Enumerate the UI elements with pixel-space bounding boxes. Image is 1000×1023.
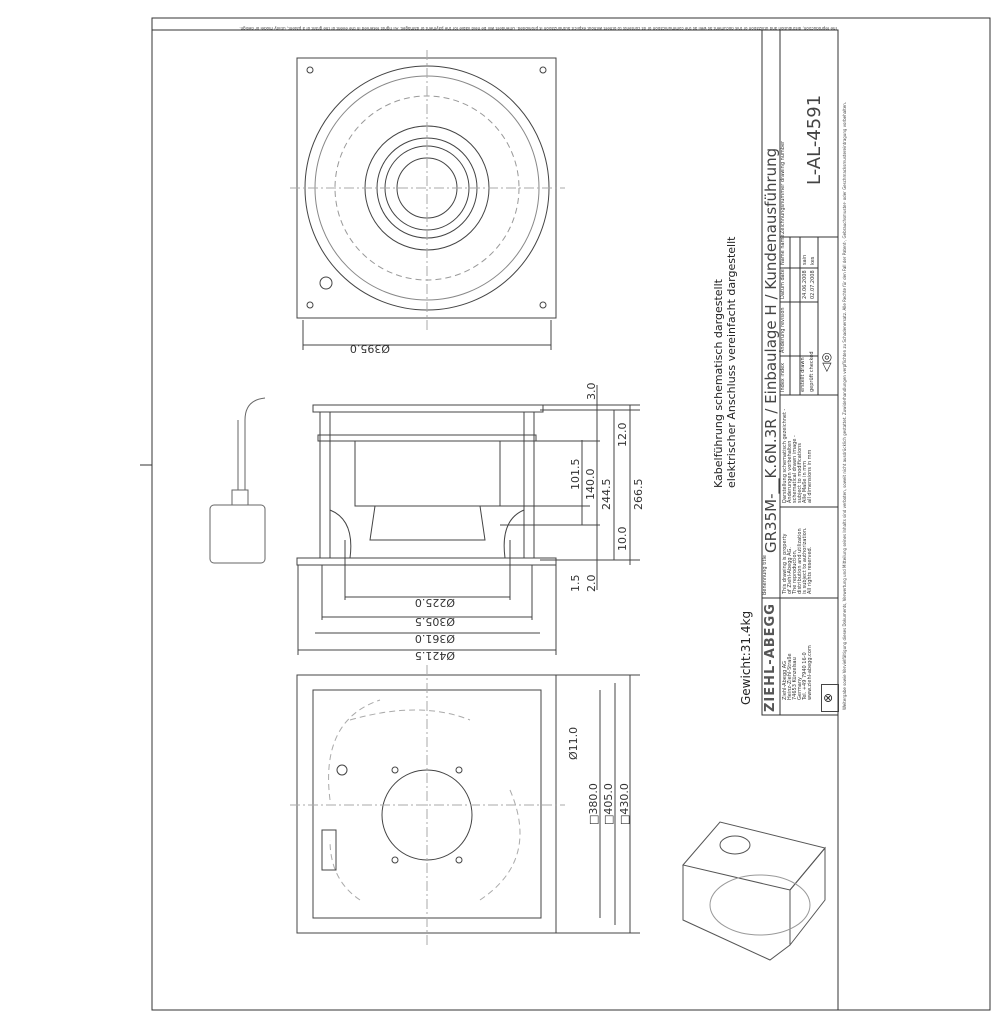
dim-top-diameter: Ø395.0 [349, 342, 390, 355]
drawing-title: GR35M-__K.6N.3R / Einbaulage H / Kundena… [762, 147, 780, 553]
dim-d361: Ø361.0 [414, 632, 455, 645]
row-checked-name: kes [810, 256, 816, 265]
title-block [761, 29, 839, 716]
dim-d225: Ø225.0 [414, 596, 455, 609]
dim-1-5: 1.5 [569, 574, 582, 593]
side-view [296, 385, 640, 655]
terminal-box [209, 397, 266, 564]
note-line: All rights reserved. [807, 546, 813, 594]
dim-sq-405: □405.0 [602, 783, 615, 825]
company-emblem-icon: ⊗ [821, 684, 839, 712]
header-name: Name name [780, 234, 786, 265]
row-checked-label: geprüft checked [809, 351, 815, 392]
address-line: www.ziehl-abegg.com [807, 645, 813, 700]
drawing-number-label: Zeichnungsnummer drawing number [780, 140, 786, 234]
schematic-note: Darstellung schematisch gezeichnet - Änd… [782, 409, 813, 503]
row-drawn-name: sain [802, 254, 808, 265]
dim-10-0: 10.0 [616, 526, 629, 552]
row-drawn-label: erstellt drawn [800, 357, 806, 392]
header-date: Datum date [780, 269, 786, 299]
dim-12-0: 12.0 [616, 422, 629, 448]
drawing-frame [151, 29, 839, 1011]
company-address: Ziehl-Abegg AG Heinz-Ziehl-Straße 74653 … [782, 645, 813, 700]
dim-sq-380: □380.0 [587, 783, 600, 825]
dim-d421: Ø421.5 [414, 649, 455, 662]
designation-label: Benennung title [762, 555, 768, 595]
header-revision: Änderung revision [780, 307, 786, 353]
drawing-number: L-AL-4591 [804, 94, 825, 185]
note-cable: Kabelführung schematisch dargestellt [712, 279, 725, 488]
note-line: all dimensions in mm [807, 449, 813, 503]
dim-266-5: 266.5 [632, 478, 645, 511]
dim-d305: Ø305.5 [414, 615, 455, 628]
dim-hole-diameter: Ø11.0 [567, 726, 580, 760]
company-logo: ZIEHL-ABEGG [763, 603, 778, 712]
isometric-view [682, 821, 826, 961]
legal-notice-en: The reproduction, distribution and utili… [239, 26, 838, 30]
bottom-view [290, 665, 640, 945]
row-checked-date: 02.07.2008 [810, 270, 816, 299]
dim-3-0: 3.0 [585, 382, 598, 401]
header-index: Index index [780, 362, 786, 392]
note-electrical: elektrischer Anschluss vereinfacht darge… [725, 236, 738, 488]
dim-244-5: 244.5 [600, 478, 613, 511]
projection-symbol-icon: ◁◎ [819, 352, 833, 372]
property-note: This drawing is property of Ziehl-Abegg … [782, 527, 813, 594]
top-view [290, 50, 565, 350]
legal-notice-de: Weitergabe sowie Vervielfältigung dieses… [842, 101, 847, 710]
weight-label: Gewicht:31.4kg [739, 610, 753, 705]
row-drawn-date: 24.06.2008 [802, 270, 808, 299]
dim-101-5: 101.5 [569, 458, 582, 491]
sheet-border [151, 17, 991, 1011]
dim-140-0: 140.0 [584, 468, 597, 501]
dim-2-0: 2.0 [585, 574, 598, 593]
dim-sq-430: □430.0 [618, 783, 631, 825]
